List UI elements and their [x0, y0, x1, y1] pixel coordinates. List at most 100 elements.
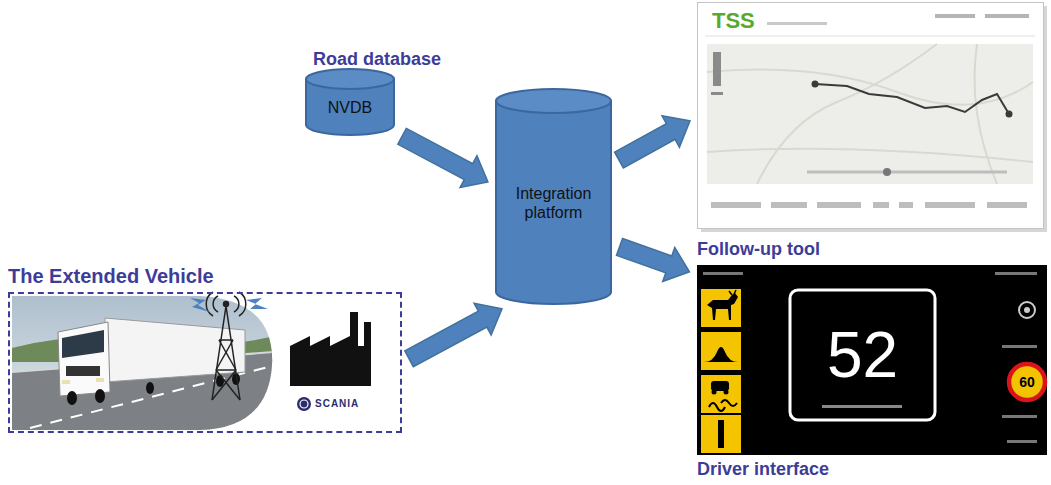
shape-line: [216, 340, 233, 370]
shape-circle: [812, 81, 819, 88]
node-heading: Follow-up tool: [697, 238, 820, 260]
shape-rect: [1002, 415, 1037, 418]
shape-rect: [711, 92, 723, 95]
shape-line: [807, 171, 1007, 174]
radio-tower: [206, 292, 246, 400]
shape-ellipse: [95, 389, 105, 403]
shape-line: [216, 369, 236, 371]
shape-rect: [935, 14, 975, 18]
shape-rect: [66, 366, 100, 376]
shape-line: [212, 370, 236, 400]
shape-ellipse: [306, 69, 394, 89]
speed-limit-value: 60: [1011, 374, 1043, 390]
shape-rect: [767, 22, 827, 25]
shape-rect: [711, 381, 729, 391]
shape-rect: [713, 52, 721, 86]
shape-circle: [1009, 364, 1045, 400]
shape-rect: [701, 332, 741, 370]
shape-rect: [822, 405, 902, 408]
shape-rect: [698, 3, 1044, 229]
node-heading: Road database: [313, 48, 387, 70]
factory-symbol: [290, 312, 371, 386]
shape-rect: [96, 378, 104, 382]
shape-path: [707, 293, 738, 320]
shape-ellipse: [146, 382, 154, 394]
shape-rect: [771, 202, 807, 208]
shape-path: [234, 296, 239, 312]
shape-rect: [1002, 345, 1037, 348]
shape-path: [975, 44, 998, 184]
shape-path: [757, 44, 937, 184]
block-arrow: [615, 116, 690, 168]
shape-rect: [12, 296, 274, 432]
shape-g: [707, 290, 738, 320]
shape-rect: [62, 380, 70, 384]
shape-path: [729, 290, 736, 295]
block-arrow: [398, 128, 488, 187]
shape-path: [239, 292, 246, 316]
shape-circle: [1024, 307, 1030, 313]
truck-photo: [12, 296, 274, 432]
node-label: NVDB: [328, 98, 372, 117]
shape-rect: [701, 289, 741, 327]
shape-rect: [817, 202, 861, 208]
shape-rect: [703, 272, 743, 275]
node-label: Integration platform: [503, 184, 604, 222]
shape-rect: [718, 420, 724, 448]
shape-rect: [985, 14, 1029, 18]
scania-emblem: [297, 397, 311, 411]
shape-circle: [712, 390, 717, 395]
shape-circle: [724, 390, 729, 395]
shape-path: [206, 292, 213, 316]
platform-cylinder: Integration platform: [495, 88, 612, 305]
shape-rect: [701, 375, 741, 413]
block-arrow: [617, 238, 690, 281]
shape-rect: [925, 202, 975, 208]
shape-rect: [1007, 440, 1037, 443]
shape-circle: [883, 168, 891, 176]
shape-path: [709, 400, 737, 411]
shape-circle: [224, 302, 229, 307]
shape-g: [704, 347, 738, 362]
shape-path: [62, 330, 104, 358]
shape-path: [105, 318, 245, 382]
node-shape: [10, 294, 404, 435]
node-heading: Driver interface: [697, 458, 829, 480]
shape-ellipse: [67, 391, 77, 405]
shape-rect: [707, 44, 1033, 184]
signal-bolt: [246, 298, 268, 309]
logo-text: SCANIA: [315, 398, 359, 410]
speed-reading: 52: [790, 318, 935, 392]
screenshot-panel: Follow-up tool: [697, 2, 1047, 232]
shape-rect: [790, 290, 935, 420]
shape-line: [219, 339, 233, 341]
node-heading: The Extended Vehicle: [8, 264, 214, 288]
app-logo-text: TSS: [712, 8, 755, 34]
scania-emblem-ring: [300, 400, 308, 408]
dashed-group-box: The Extended Vehicle: [8, 292, 402, 433]
database-cylinder: Road databaseNVDB: [305, 68, 395, 136]
shape-line: [219, 340, 236, 370]
block-arrow: [405, 303, 502, 366]
shape-g: [718, 420, 724, 448]
shape-path: [707, 149, 1033, 162]
shape-line: [705, 36, 1035, 37]
signal-bolt: [190, 298, 210, 312]
shape-path: [58, 322, 110, 396]
shape-ellipse: [216, 375, 224, 387]
shape-path: [213, 296, 218, 312]
shape-ellipse: [496, 89, 611, 113]
shape-rect: [899, 202, 913, 208]
shape-rect: [987, 202, 1027, 208]
shape-rect: [995, 272, 1037, 275]
shape-circle: [1019, 302, 1035, 318]
shape-line: [216, 370, 240, 400]
shape-rect: [701, 415, 741, 453]
shape-rect: [711, 202, 761, 208]
shape-rect: [873, 202, 889, 208]
shape-rect: [697, 265, 1047, 455]
shape-g: [709, 381, 737, 411]
shape-path: [815, 84, 1009, 114]
shape-circle: [1006, 111, 1013, 118]
